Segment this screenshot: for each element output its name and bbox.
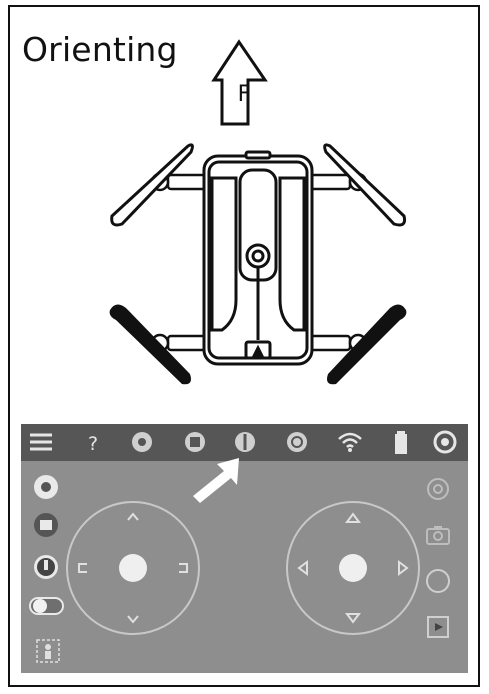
drone-mode-2-icon[interactable] bbox=[181, 428, 209, 456]
svg-text:?: ? bbox=[88, 433, 98, 455]
forward-arrow-icon bbox=[211, 39, 268, 126]
gyro-icon[interactable] bbox=[423, 474, 453, 504]
toggle-switch[interactable] bbox=[29, 596, 65, 616]
emergency-stop-icon[interactable] bbox=[31, 552, 61, 582]
gallery-icon[interactable] bbox=[423, 612, 453, 642]
drone-diagram: F bbox=[109, 39, 407, 385]
drone-mode-1-icon[interactable] bbox=[128, 428, 156, 456]
camera-icon[interactable] bbox=[423, 520, 453, 550]
settings-icon[interactable] bbox=[431, 428, 459, 456]
flight-mode-icon[interactable] bbox=[31, 472, 61, 502]
menu-icon[interactable] bbox=[27, 428, 55, 456]
drone-mode-4-icon[interactable] bbox=[283, 428, 311, 456]
help-icon[interactable]: ? bbox=[79, 428, 107, 456]
wifi-icon bbox=[336, 428, 364, 456]
app-screen: ? bbox=[21, 424, 468, 673]
front-propellers bbox=[110, 143, 406, 227]
forward-label: F bbox=[238, 82, 251, 107]
record-icon[interactable] bbox=[423, 566, 453, 596]
person-icon[interactable] bbox=[33, 636, 63, 666]
left-joystick[interactable] bbox=[65, 500, 201, 636]
pointer-arrow-icon bbox=[187, 454, 243, 504]
page-title: Orienting bbox=[22, 30, 178, 69]
rear-propellers bbox=[109, 304, 407, 385]
battery-icon bbox=[387, 428, 415, 456]
right-joystick[interactable] bbox=[285, 500, 421, 636]
return-icon[interactable] bbox=[31, 510, 61, 540]
drone-mode-3-icon[interactable] bbox=[231, 428, 259, 456]
drone-body bbox=[202, 150, 314, 366]
